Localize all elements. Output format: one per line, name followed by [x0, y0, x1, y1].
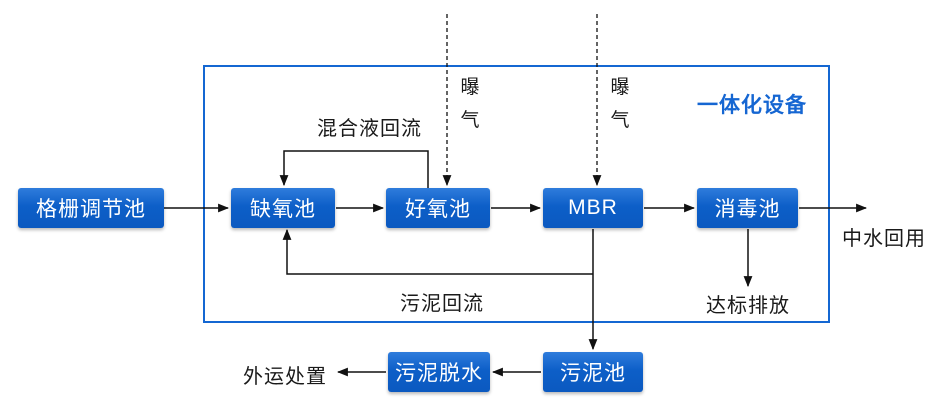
label-compliant-discharge: 达标排放: [706, 295, 790, 317]
integrated-equipment-boundary: [203, 65, 830, 323]
node-sludge-tank: 污泥池: [543, 352, 643, 392]
integrated-equipment-label: 一体化设备: [697, 94, 807, 117]
node-grid-tank: 格栅调节池: [18, 188, 164, 228]
label-reclaimed-water-reuse: 中水回用: [842, 228, 926, 250]
label-sludge-return: 污泥回流: [400, 293, 484, 315]
node-sludge-dewatering: 污泥脱水: [388, 352, 490, 392]
arrow-sludge-return: [282, 228, 593, 275]
label-aeration-mbr: 曝气: [610, 77, 630, 131]
label-offsite-disposal: 外运处置: [243, 366, 327, 388]
node-disinfection-tank: 消毒池: [697, 188, 798, 228]
node-aerobic-tank: 好氧池: [386, 188, 490, 228]
node-anoxic-tank: 缺氧池: [231, 188, 335, 228]
label-mixed-liquor-return: 混合液回流: [317, 118, 422, 140]
label-aeration-aerobic: 曝气: [460, 77, 480, 131]
node-mbr: MBR: [543, 188, 643, 228]
arrow-mixed-liquor-return: [279, 150, 429, 189]
